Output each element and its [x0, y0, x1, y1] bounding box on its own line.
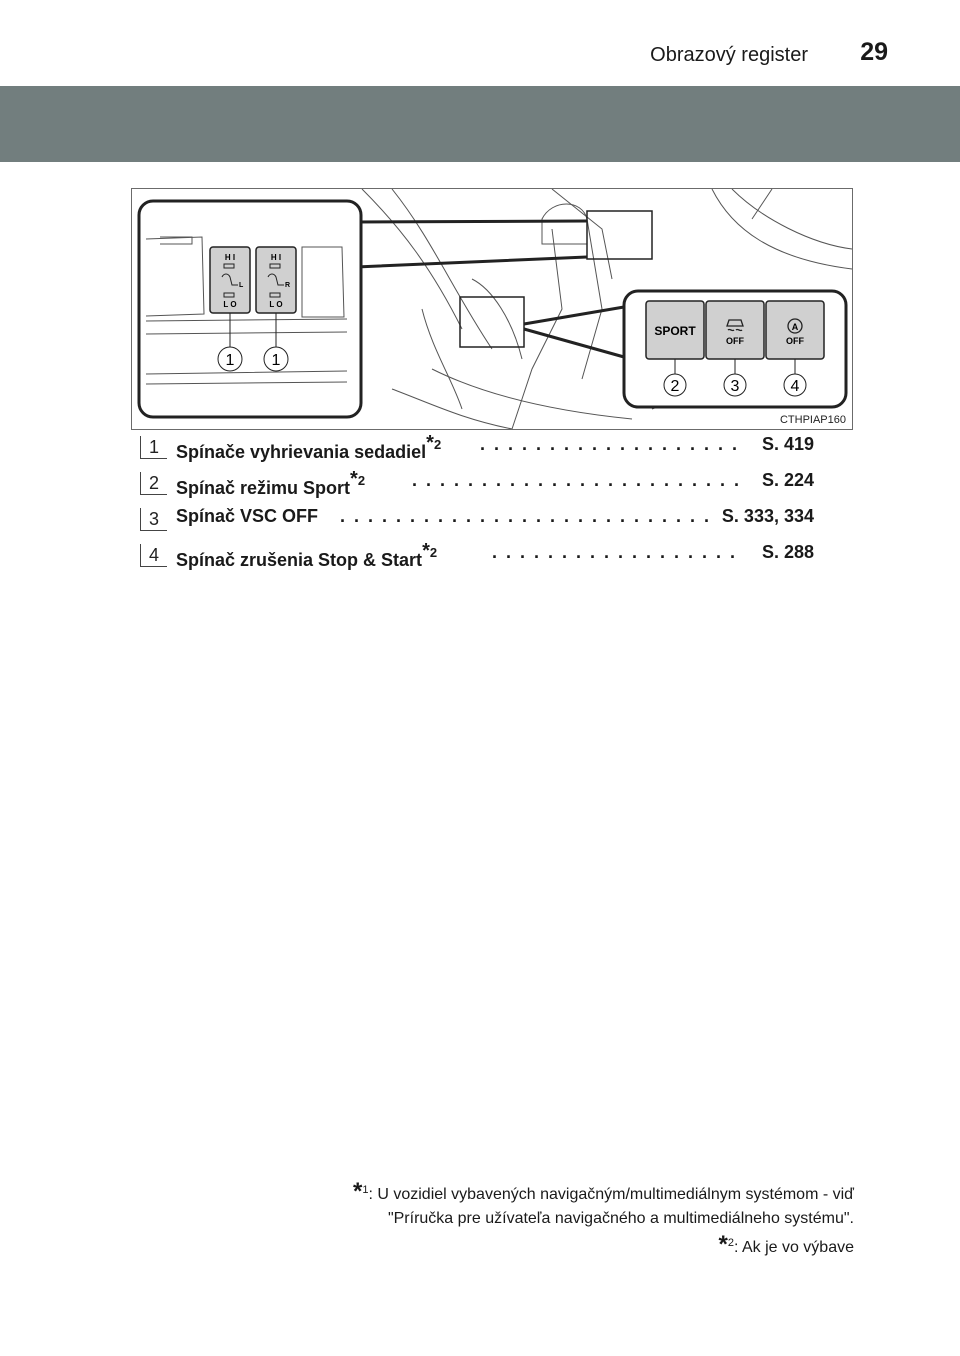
item-footnote-ref: *2	[350, 468, 366, 490]
stop-start-auto-label: A	[792, 322, 799, 332]
item-number: 4	[140, 544, 167, 567]
stop-start-off-label: OFF	[786, 336, 804, 346]
heater-left-hi: H I	[225, 253, 235, 262]
callout-1a: 1	[226, 352, 235, 369]
header-band	[0, 86, 960, 162]
item-number: 2	[140, 472, 167, 495]
leader-dots: . . . . . . . . . . . . . . . . . . . . …	[412, 470, 742, 490]
item-page-ref[interactable]: S. 224	[757, 470, 814, 491]
list-item-stop-start: 4 Spínač zrušenia Stop & Start*2 . . . .…	[140, 540, 820, 570]
console-drawing: H I L O L H I L O R 1 1 SPORT OFF A OFF …	[137, 189, 852, 429]
callout-2: 2	[671, 378, 680, 395]
heater-right-side: R	[285, 282, 290, 289]
item-number: 1	[140, 436, 167, 459]
footnote-2: *2: Ak je vo výbave	[718, 1231, 854, 1258]
section-title: Obrazový register	[650, 44, 808, 66]
item-page-ref[interactable]: S. 333, 334	[717, 506, 814, 527]
footnote-1-line-1: *1: U vozidiel vybavených navigačným/mul…	[352, 1178, 854, 1205]
vsc-off-label: OFF	[726, 336, 744, 346]
leader-dots: . . . . . . . . . . . . . . . . . . . . …	[340, 506, 710, 526]
item-label: Spínače vyhrievania sedadiel*2	[176, 432, 442, 462]
heater-left-lo: L O	[223, 300, 236, 309]
callout-4: 4	[791, 378, 800, 395]
figure-code: CTHPIAP160	[779, 414, 846, 426]
page-number: 29	[860, 38, 888, 66]
item-label: Spínač zrušenia Stop & Start*2	[176, 540, 438, 570]
callout-circle-1b	[263, 346, 289, 372]
heater-right-hi: H I	[271, 253, 281, 262]
vsc-car-icon	[726, 319, 744, 332]
stop-start-icon	[787, 318, 803, 334]
callout-3: 3	[731, 378, 740, 395]
footnotes: *1: U vozidiel vybavených navigačným/mul…	[353, 1178, 854, 1260]
sport-button-label: SPORT	[654, 324, 696, 338]
item-label: Spínač VSC OFF	[176, 506, 319, 526]
page-header: Obrazový register 29	[0, 0, 960, 76]
item-footnote-ref: *2	[422, 540, 438, 562]
callout-circle-3	[723, 373, 747, 397]
list-item-vsc-off: 3 Spínač VSC OFF . . . . . . . . . . . .…	[140, 506, 820, 532]
callout-circle-4	[783, 373, 807, 397]
console-illustration: H I L O L H I L O R 1 1 SPORT OFF A OFF …	[131, 188, 853, 430]
callout-circle-1a	[217, 346, 243, 372]
callout-1b: 1	[272, 352, 281, 369]
item-page-ref[interactable]: S. 288	[757, 542, 814, 563]
heater-right-lo: L O	[269, 300, 282, 309]
callout-circle-2	[663, 373, 687, 397]
leader-dots: . . . . . . . . . . . . . . . . . . . . …	[492, 542, 742, 562]
item-number: 3	[140, 508, 167, 531]
leader-dots: . . . . . . . . . . . . . . . . . . . . …	[480, 434, 740, 454]
footnote-1-line-2: "Príručka pre užívateľa navigačného a mu…	[387, 1210, 854, 1227]
item-page-ref[interactable]: S. 419	[757, 434, 814, 455]
item-footnote-ref: *2	[426, 432, 442, 454]
item-label: Spínač režimu Sport*2	[176, 468, 366, 498]
heater-left-side: L	[239, 282, 244, 289]
list-item-seat-heater: 1 Spínače vyhrievania sedadiel*2 . . . .…	[140, 432, 820, 462]
list-item-sport-mode: 2 Spínač režimu Sport*2 . . . . . . . . …	[140, 468, 820, 498]
